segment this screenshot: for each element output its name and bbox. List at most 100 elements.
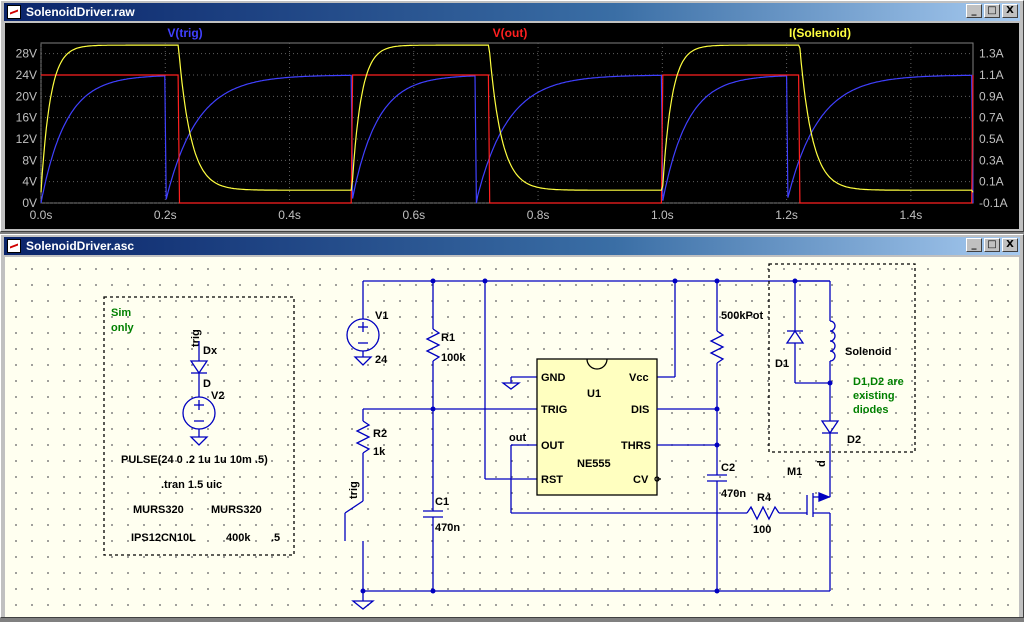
- schematic-canvas[interactable]: Sim only trig Dx D V2 PULSE(24 0 .2 1u 1…: [5, 257, 1019, 617]
- d2-diode[interactable]: [820, 420, 840, 435]
- r1-resistor[interactable]: [425, 328, 441, 362]
- plot-window: SolenoidDriver.raw _ □ X 0.0s 0.2s 0.4s 0.6…: [0, 0, 1024, 232]
- r2-resistor[interactable]: [355, 420, 371, 454]
- y-left-tick-label: 0V: [22, 196, 37, 210]
- v2-source-symbol[interactable]: [182, 396, 216, 446]
- y-right-tick-label: 1.3A: [979, 47, 1004, 61]
- legend-vout: V(out): [493, 26, 528, 40]
- dx-label: Dx: [203, 345, 218, 357]
- y-right-tick-label: 0.9A: [979, 89, 1004, 103]
- u1-pin-out: OUT: [541, 440, 565, 452]
- trig-switch[interactable]: [344, 500, 364, 591]
- model-murs320-1: MURS320: [133, 504, 184, 516]
- d1-name: D1: [775, 358, 789, 370]
- v1-value: 24: [375, 354, 388, 366]
- y-left-tick-label: 24V: [16, 68, 37, 82]
- r1-value: 100k: [441, 352, 466, 364]
- y-right-tick-label: -0.1A: [979, 196, 1008, 210]
- model-ips12cn10l: IPS12CN10L: [131, 532, 196, 544]
- x-tick-label: 0.2s: [154, 208, 177, 222]
- x-tick-label: 1.4s: [900, 208, 923, 222]
- sim-trig-net-label: trig: [190, 329, 202, 347]
- c2-value: 470n: [721, 488, 746, 500]
- u1-pin-trig: TRIG: [541, 404, 567, 416]
- y-right-tick-label: 0.5A: [979, 132, 1004, 146]
- u1-pin-gnd: GND: [541, 372, 566, 384]
- x-tick-label: 0.0s: [30, 208, 53, 222]
- c2-capacitor[interactable]: [707, 474, 727, 482]
- y-left-tick-label: 12V: [16, 132, 37, 146]
- d-model-label: D: [203, 378, 211, 390]
- d1-diode[interactable]: [785, 329, 805, 383]
- y-left-tick-label: 20V: [16, 89, 37, 103]
- junction-dots: [360, 278, 833, 594]
- u1-part: NE555: [577, 458, 611, 470]
- schematic-window-titlebar[interactable]: SolenoidDriver.asc _ □ X: [4, 237, 1020, 255]
- x-tick-label: 1.0s: [651, 208, 674, 222]
- plot-window-title: SolenoidDriver.raw: [26, 5, 135, 19]
- schematic-window: SolenoidDriver.asc _ □ X Sim only trig D…: [0, 234, 1024, 618]
- c1-value: 470n: [435, 522, 460, 534]
- v1-source-symbol[interactable]: [346, 318, 380, 366]
- plot-minimize-button[interactable]: _: [966, 4, 982, 18]
- r2-name: R2: [373, 428, 387, 440]
- r4-resistor[interactable]: [746, 505, 780, 521]
- d2-name: D2: [847, 434, 861, 446]
- plot-close-button[interactable]: X: [1002, 4, 1018, 18]
- schematic-minimize-button[interactable]: _: [966, 238, 982, 252]
- y-right-tick-label: 1.1A: [979, 68, 1004, 82]
- sim-only-label-2: only: [111, 322, 134, 334]
- solenoid-name: Solenoid: [845, 346, 891, 358]
- y-right-tick-label: 0.7A: [979, 111, 1004, 125]
- v2-label: V2: [211, 390, 224, 402]
- dx-diode-symbol[interactable]: [189, 341, 209, 397]
- plot-window-titlebar[interactable]: SolenoidDriver.raw _ □ X: [4, 3, 1020, 21]
- x-tick-label: 0.4s: [278, 208, 301, 222]
- model-murs320-2: MURS320: [211, 504, 262, 516]
- plot-maximize-button[interactable]: □: [984, 4, 1000, 18]
- u1-pin-thrs: THRS: [621, 440, 651, 452]
- note-line-3: diodes: [853, 404, 888, 416]
- schematic-window-title: SolenoidDriver.asc: [26, 239, 135, 253]
- y-left-tick-label: 8V: [22, 153, 37, 167]
- v1-name: V1: [375, 310, 388, 322]
- u1-ne555-chip[interactable]: [536, 358, 658, 496]
- solenoid-coil[interactable]: [829, 320, 836, 362]
- u1-pin-vcc: Vcc: [629, 372, 649, 384]
- u1-pin-cv: CV: [633, 474, 649, 486]
- c2-name: C2: [721, 462, 735, 474]
- r4-value: 100: [753, 524, 771, 536]
- m1-mosfet[interactable]: [806, 492, 831, 591]
- x-tick-label: 1.2s: [775, 208, 798, 222]
- trace-isolenoid: [40, 44, 974, 193]
- pulse-directive: PULSE(24 0 .2 1u 1u 10m .5): [121, 454, 268, 466]
- trig-net-label: trig: [348, 481, 360, 499]
- model-05: .5: [271, 532, 280, 544]
- y-left-tick-label: 28V: [16, 47, 37, 61]
- schematic-drawing: Sim only trig Dx D V2 PULSE(24 0 .2 1u 1…: [103, 263, 916, 610]
- sim-only-box: [103, 296, 295, 556]
- waveform-icon: [7, 5, 21, 19]
- legend-vtrig: V(trig): [167, 26, 202, 40]
- c1-capacitor[interactable]: [423, 510, 443, 518]
- r4-name: R4: [757, 492, 772, 504]
- trace-vtrig: [40, 74, 974, 204]
- pot-resistor[interactable]: [709, 330, 725, 364]
- sim-only-label-1: Sim: [111, 307, 131, 319]
- schematic-maximize-button[interactable]: □: [984, 238, 1000, 252]
- y-right-tick-label: 0.1A: [979, 175, 1004, 189]
- schematic-close-button[interactable]: X: [1002, 238, 1018, 252]
- pot-name: 500kPot: [721, 310, 764, 322]
- y-right-tick-label: 0.3A: [979, 153, 1004, 167]
- m1-name: M1: [787, 466, 802, 478]
- x-tick-label: 0.6s: [402, 208, 425, 222]
- legend-isolenoid: I(Solenoid): [789, 26, 851, 40]
- u1-name: U1: [587, 388, 601, 400]
- note-line-1: D1,D2 are: [853, 376, 904, 388]
- out-net-label: out: [509, 432, 526, 444]
- ground-symbol: [351, 600, 375, 610]
- c1-name: C1: [435, 496, 449, 508]
- y-left-tick-label: 16V: [16, 111, 37, 125]
- u1-pin-rst: RST: [541, 474, 563, 486]
